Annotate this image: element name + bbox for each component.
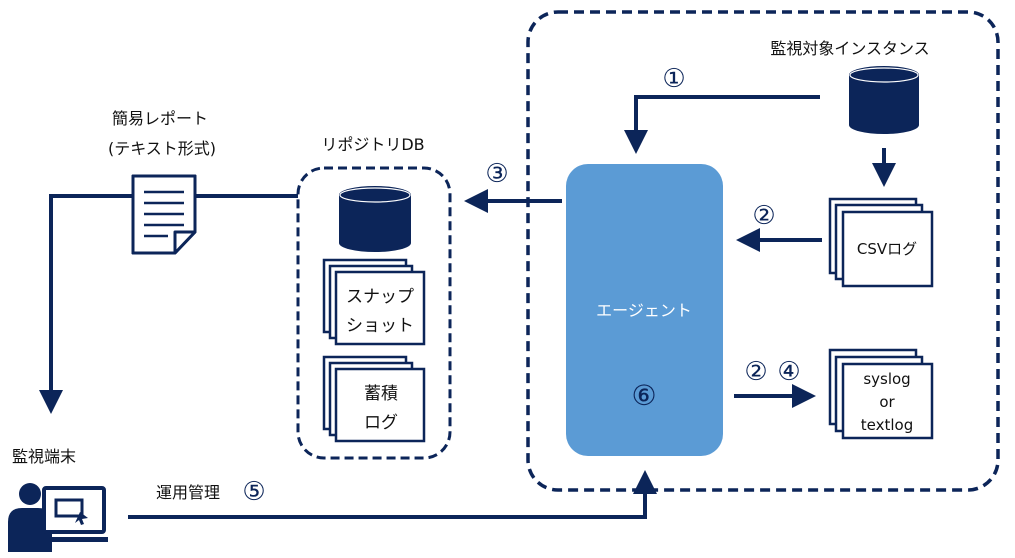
syslog-label-line3: textlog xyxy=(861,416,913,434)
step-5-label: ⑤ xyxy=(242,477,265,507)
agent-label: エージェント xyxy=(596,301,692,320)
csv-log-label: CSVログ xyxy=(857,240,917,258)
step-6-label: ⑥ xyxy=(631,379,656,412)
syslog-label-line1: syslog xyxy=(863,370,910,388)
flow-repository-to-terminal-arrow xyxy=(39,194,298,414)
csv-log-stack xyxy=(828,197,934,288)
step-1-label: ① xyxy=(662,64,685,94)
snapshot-stack xyxy=(322,258,426,346)
snapshot-label-line1: スナップ xyxy=(346,287,414,307)
report-document-overlay xyxy=(131,174,197,255)
syslog-stack xyxy=(828,348,934,440)
flow-step-1-arrow xyxy=(624,95,820,154)
step-3-label: ③ xyxy=(485,159,508,189)
repository-db-cylinder-icon xyxy=(339,186,411,252)
accumulated-log-label-line2: ログ xyxy=(364,413,398,433)
agent-box xyxy=(566,164,723,456)
step-2-syslog-label: ② xyxy=(744,357,767,387)
source-db-cylinder-icon xyxy=(849,66,919,134)
syslog-label-line2: or xyxy=(879,393,895,411)
accumulated-log-label-line1: 蓄積 xyxy=(364,384,398,404)
monitored-instance-boundary xyxy=(526,10,1000,492)
monitoring-terminal-label: 監視端末 xyxy=(12,447,76,466)
monitoring-terminal-icon xyxy=(8,483,108,552)
flow-step-5-arrow xyxy=(128,470,657,519)
monitored-instance-label: 監視対象インスタンス xyxy=(770,39,929,58)
operation-management-label: 運用管理 xyxy=(156,483,220,502)
repository-db-boundary xyxy=(296,166,452,460)
snapshot-label-line2: ショット xyxy=(346,316,414,336)
step-2-csv-label: ② xyxy=(752,201,775,231)
step-4-label: ④ xyxy=(777,357,800,387)
simple-report-label-line1: 簡易レポート xyxy=(112,109,208,128)
accumulated-log-stack xyxy=(322,355,426,443)
repository-db-label: リポジトリDB xyxy=(321,135,424,154)
simple-report-label-line2: (テキスト形式) xyxy=(108,139,216,158)
